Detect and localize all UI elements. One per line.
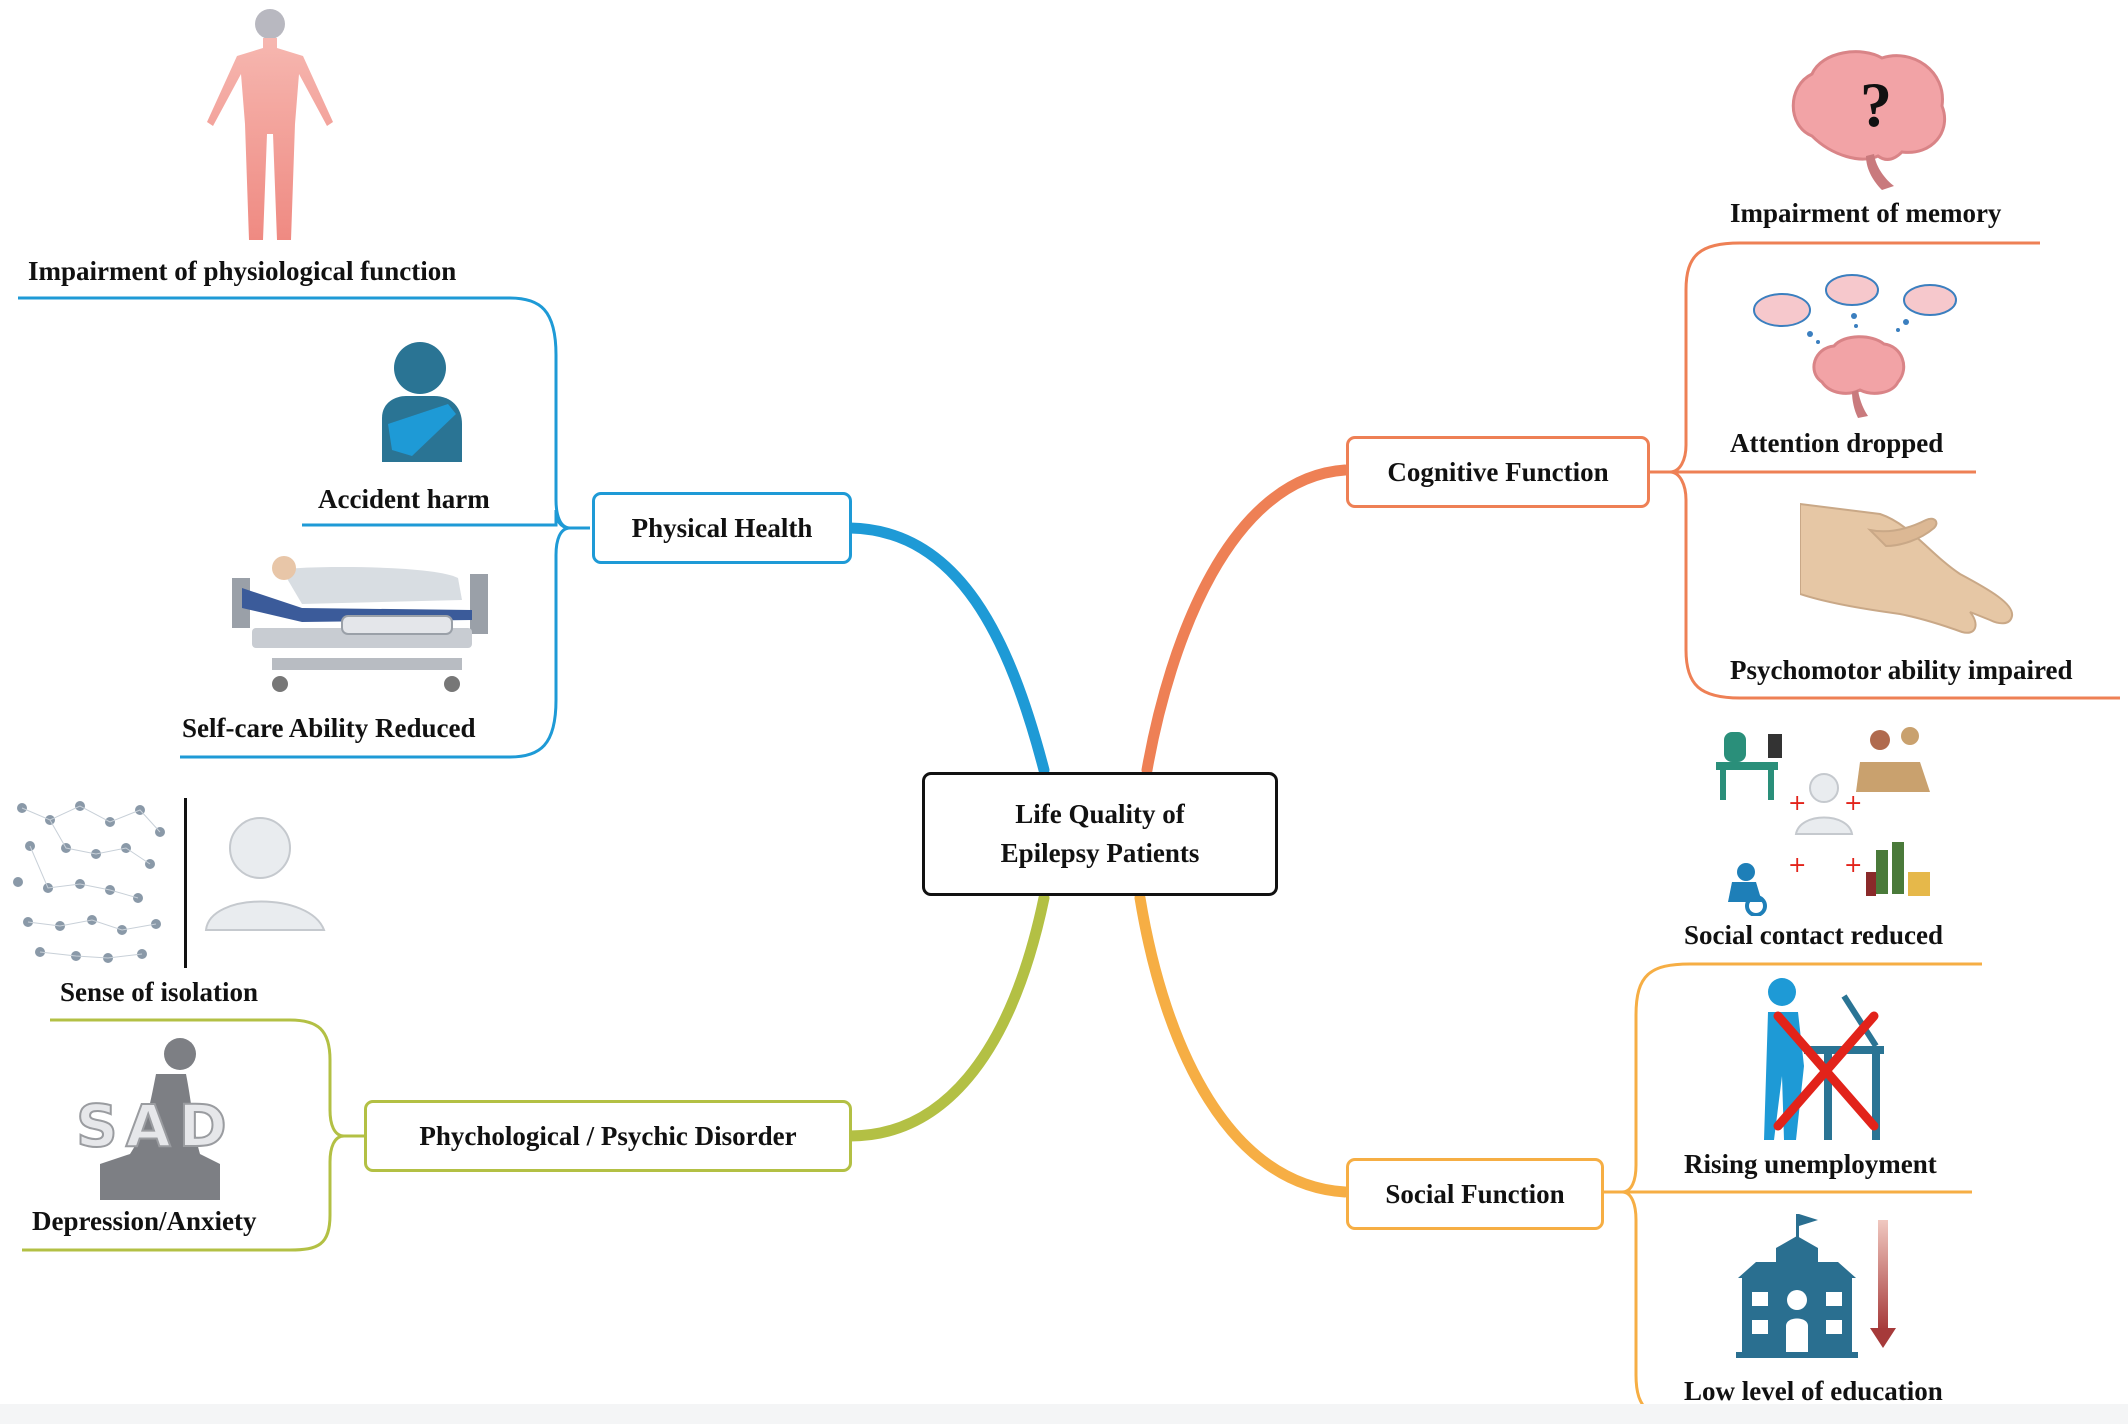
hand-icon xyxy=(1800,502,2014,634)
label-attention-dropped: Attention dropped xyxy=(1730,428,1944,458)
physical-health-node: Physical Health xyxy=(592,492,852,564)
cognitive-main-branch xyxy=(1141,464,1351,776)
psych-main-branch xyxy=(844,892,1050,1142)
school-icon xyxy=(1736,1214,1896,1358)
bottom-band xyxy=(0,1404,2128,1424)
physical-sub-lines xyxy=(18,296,590,759)
cognitive-sub-lines xyxy=(1650,241,2120,700)
label-depression: Depression/Anxiety xyxy=(32,1206,257,1236)
svg-text:+: + xyxy=(1788,853,1806,878)
psych-sub-lines xyxy=(22,1018,364,1252)
label-social-contact: Social contact reduced xyxy=(1684,920,1943,950)
center-title-line2: Epilepsy Patients xyxy=(1000,838,1200,868)
svg-text:?: ? xyxy=(1860,69,1892,140)
isolation-icon xyxy=(13,798,326,968)
label-self-care: Self-care Ability Reduced xyxy=(182,713,476,743)
human-body-icon xyxy=(207,9,333,240)
label-accident-harm: Accident harm xyxy=(318,484,490,514)
physical-main-branch xyxy=(844,522,1050,776)
unemployment-icon xyxy=(1764,978,1884,1140)
label-psychomotor: Psychomotor ability impaired xyxy=(1730,655,2073,685)
cognitive-function-node: Cognitive Function xyxy=(1346,436,1650,508)
social-main-branch xyxy=(1134,892,1351,1198)
social-function-node: Social Function xyxy=(1346,1158,1604,1230)
brain-thoughts-icon xyxy=(1753,274,1957,418)
label-impairment-memory: Impairment of memory xyxy=(1730,198,2002,228)
center-title-line1: Life Quality of xyxy=(1015,798,1185,829)
sad-person-icon: SAD xyxy=(75,1038,235,1200)
label-education: Low level of education xyxy=(1684,1376,1943,1406)
label-unemployment: Rising unemployment xyxy=(1684,1149,1937,1179)
label-isolation: Sense of isolation xyxy=(60,977,259,1007)
hospital-bed-icon xyxy=(232,556,488,692)
center-topic: Life Quality of Epilepsy Patients xyxy=(922,772,1278,896)
svg-text:+: + xyxy=(1788,791,1806,816)
svg-text:SAD: SAD xyxy=(76,1092,235,1160)
label-physiological-function: Impairment of physiological function xyxy=(28,256,457,286)
social-activities-icon: + + + + xyxy=(1716,727,1930,916)
brain-question-icon: ? xyxy=(1791,50,1947,190)
injured-person-icon xyxy=(382,342,462,462)
svg-text:+: + xyxy=(1844,853,1862,878)
psychological-disorder-node: Phychological / Psychic Disorder xyxy=(364,1100,852,1172)
svg-text:+: + xyxy=(1844,791,1862,816)
